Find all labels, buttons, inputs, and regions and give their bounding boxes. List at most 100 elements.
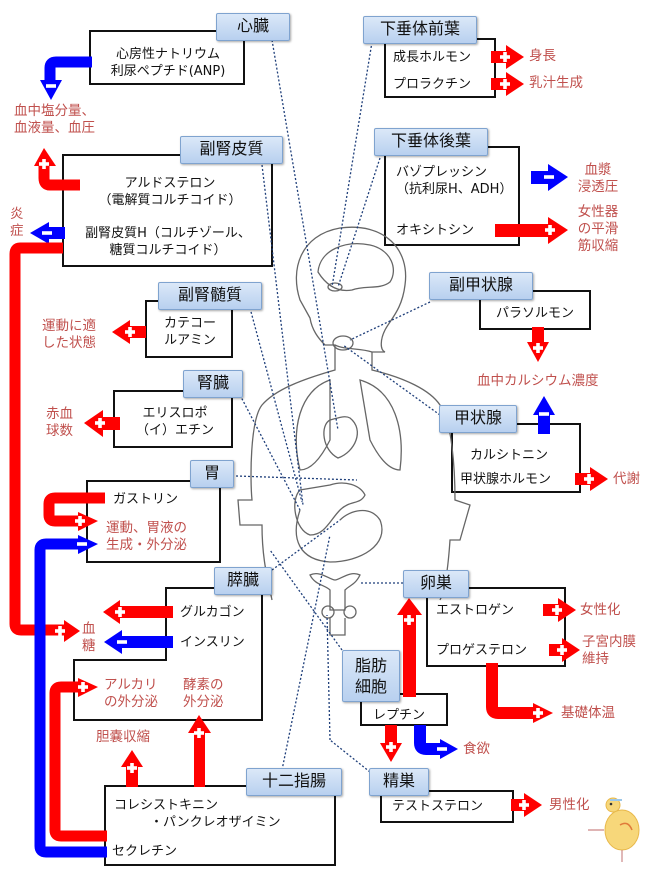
connector-kidney	[239, 394, 301, 511]
chick-illustration	[588, 797, 640, 862]
effect-alkali: アルカリ の外分泌	[104, 677, 158, 711]
duodenum-label: 十二指腸	[246, 768, 342, 796]
effect-height: 身長	[529, 48, 556, 64]
effect-gastric: 運動、胃液の 生成・外分泌	[106, 520, 187, 554]
catecholamine-hormone: カテコー ルアミン	[148, 315, 232, 349]
effect-metabolism: 代謝	[613, 471, 640, 487]
arrow-vasopressin-inhibit	[531, 164, 568, 191]
arrow-pth-stimulate	[527, 327, 549, 362]
effect-alkali-line-1: アルカリ	[104, 677, 158, 693]
connector-anterior-pituitary	[331, 41, 373, 288]
testis-label: 精巣	[369, 768, 429, 796]
connector-adrenal-medulla	[249, 307, 303, 503]
duodenum-box	[104, 785, 336, 866]
anp-line-1: 心房性ナトリウム	[115, 47, 220, 62]
connectors	[235, 39, 441, 773]
arrow-estrogen-stimulate	[543, 598, 576, 622]
arrow-epo-stimulate	[84, 410, 120, 437]
connector-testis-b	[326, 614, 331, 741]
connector-testis	[329, 739, 371, 773]
glucagon-hormone: グルカゴン	[180, 605, 245, 620]
effect-appetite: 食欲	[463, 741, 490, 757]
leptin-hormone: レプチン	[373, 708, 426, 723]
effect-rbc-line-1: 赤血	[46, 406, 73, 422]
arrow-thyroid-stimulate	[575, 467, 608, 491]
effect-blood-calcium: 血中カルシウム濃度	[477, 373, 599, 389]
estrogen-hormone: エストロゲン	[436, 603, 515, 618]
thyroid-box	[451, 423, 581, 493]
effect-masculinization: 男性化	[549, 797, 590, 813]
oxytocin-hormone: オキシトシン	[396, 223, 475, 238]
epo-line-1: エリスロポ	[142, 406, 208, 421]
arrow-aldosterone-stimulate	[34, 148, 80, 191]
arrow-insulin-inhibit	[104, 630, 173, 654]
connector-duodenum	[281, 534, 331, 771]
anterior-pituitary-label: 下垂体前葉	[363, 16, 477, 44]
effect-smooth-muscle: 女性器 の平滑 筋収縮	[568, 204, 628, 255]
pituitary	[327, 282, 343, 292]
stomach-organ	[294, 482, 366, 536]
aldosterone-line-2: （電解質コルチコイド）	[98, 193, 242, 208]
arrow-leptin-ovary	[397, 598, 422, 697]
calcitonin-hormone: カルシトニン	[470, 448, 549, 463]
ovary-organ-left	[321, 605, 335, 619]
arrow-cortisol-inhibit	[30, 222, 65, 244]
effect-basal-temp: 基礎体温	[561, 705, 615, 721]
ovary-organ-right	[343, 605, 357, 619]
connector-parathyroid	[349, 301, 431, 341]
effect-inflammation-line-1: 炎	[10, 206, 24, 222]
effect-blood-sugar-line-1: 血	[82, 621, 96, 637]
effect-enzyme: 酵素の 外分泌	[183, 677, 224, 711]
adrenal-medulla-label: 副腎髄質	[158, 282, 262, 310]
effect-exercise-state: 運動に適 した状態	[42, 318, 96, 352]
stomach-label: 胃	[190, 460, 234, 488]
thyroid-hormone: 甲状腺ホルモン	[460, 472, 552, 487]
arrow-prolactin-stimulate	[491, 72, 524, 96]
cck-hormone-line-2: ・パンクレオザイミン	[150, 815, 281, 830]
arrow-glucagon-stimulate	[103, 600, 173, 624]
effect-blood-salt-line-1: 血中塩分量、	[14, 103, 95, 119]
connector-adipocyte	[269, 549, 343, 651]
effect-inflammation: 炎 症	[10, 206, 24, 240]
pancreas-box-joint	[167, 657, 261, 661]
adrenal-cortex-box	[62, 154, 273, 267]
testosterone-hormone: テストステロン	[392, 799, 484, 814]
body-outline	[237, 226, 471, 636]
effect-alkali-line-2: の外分泌	[104, 694, 158, 710]
effect-enzyme-line-2: 外分泌	[183, 694, 224, 710]
cortisol-hormone: 副腎皮質H（コルチゾール、 糖質コルチコイド）	[64, 225, 272, 259]
testis-outline	[329, 618, 346, 636]
arrow-leptin-appetite	[414, 725, 458, 759]
prolactin-hormone: プロラクチン	[393, 77, 472, 92]
arrow-secretin-inhibit	[34, 535, 107, 858]
adipocyte-label-line-2: 細胞	[354, 677, 387, 696]
secretin-hormone: セクレチン	[112, 844, 178, 859]
effect-blood-salt: 血中塩分量、 血液量、血圧	[14, 103, 95, 137]
arrow-cortisol-blood-sugar	[9, 242, 80, 642]
effect-milk: 乳汁生成	[529, 75, 583, 91]
effect-gallbladder: 胆嚢収縮	[96, 729, 150, 745]
effect-endometrium-line-2: 維持	[582, 651, 609, 667]
vasopressin-line-1: バゾプレッシン	[396, 165, 488, 180]
effect-blood-sugar-line-2: 糖	[82, 638, 96, 654]
brain-outline	[317, 243, 394, 292]
insulin-hormone: インスリン	[180, 635, 245, 650]
effect-plasma-line-1: 血漿	[584, 162, 612, 178]
epo-hormone: エリスロポ （イ）エチン	[118, 405, 232, 439]
arrow-testosterone-stimulate	[511, 793, 542, 817]
effect-enzyme-line-1: 酵素の	[183, 677, 224, 693]
cck-hormone-line-1: コレシストキニン	[114, 798, 219, 813]
intestines	[295, 509, 383, 563]
effect-smooth-line-1: 女性器	[577, 204, 619, 220]
uterus	[309, 573, 361, 611]
catecholamine-line-1: カテコー	[163, 316, 216, 331]
growth-hormone: 成長ホルモン	[393, 50, 472, 65]
arrow-catecholamine-stimulate	[112, 320, 146, 344]
effect-endometrium: 子宮内膜 維持	[582, 634, 636, 668]
head-outline	[295, 226, 407, 353]
effect-plasma-line-2: 浸透圧	[577, 179, 619, 195]
thyroid-gland	[332, 335, 354, 351]
connector-heart	[271, 39, 339, 431]
